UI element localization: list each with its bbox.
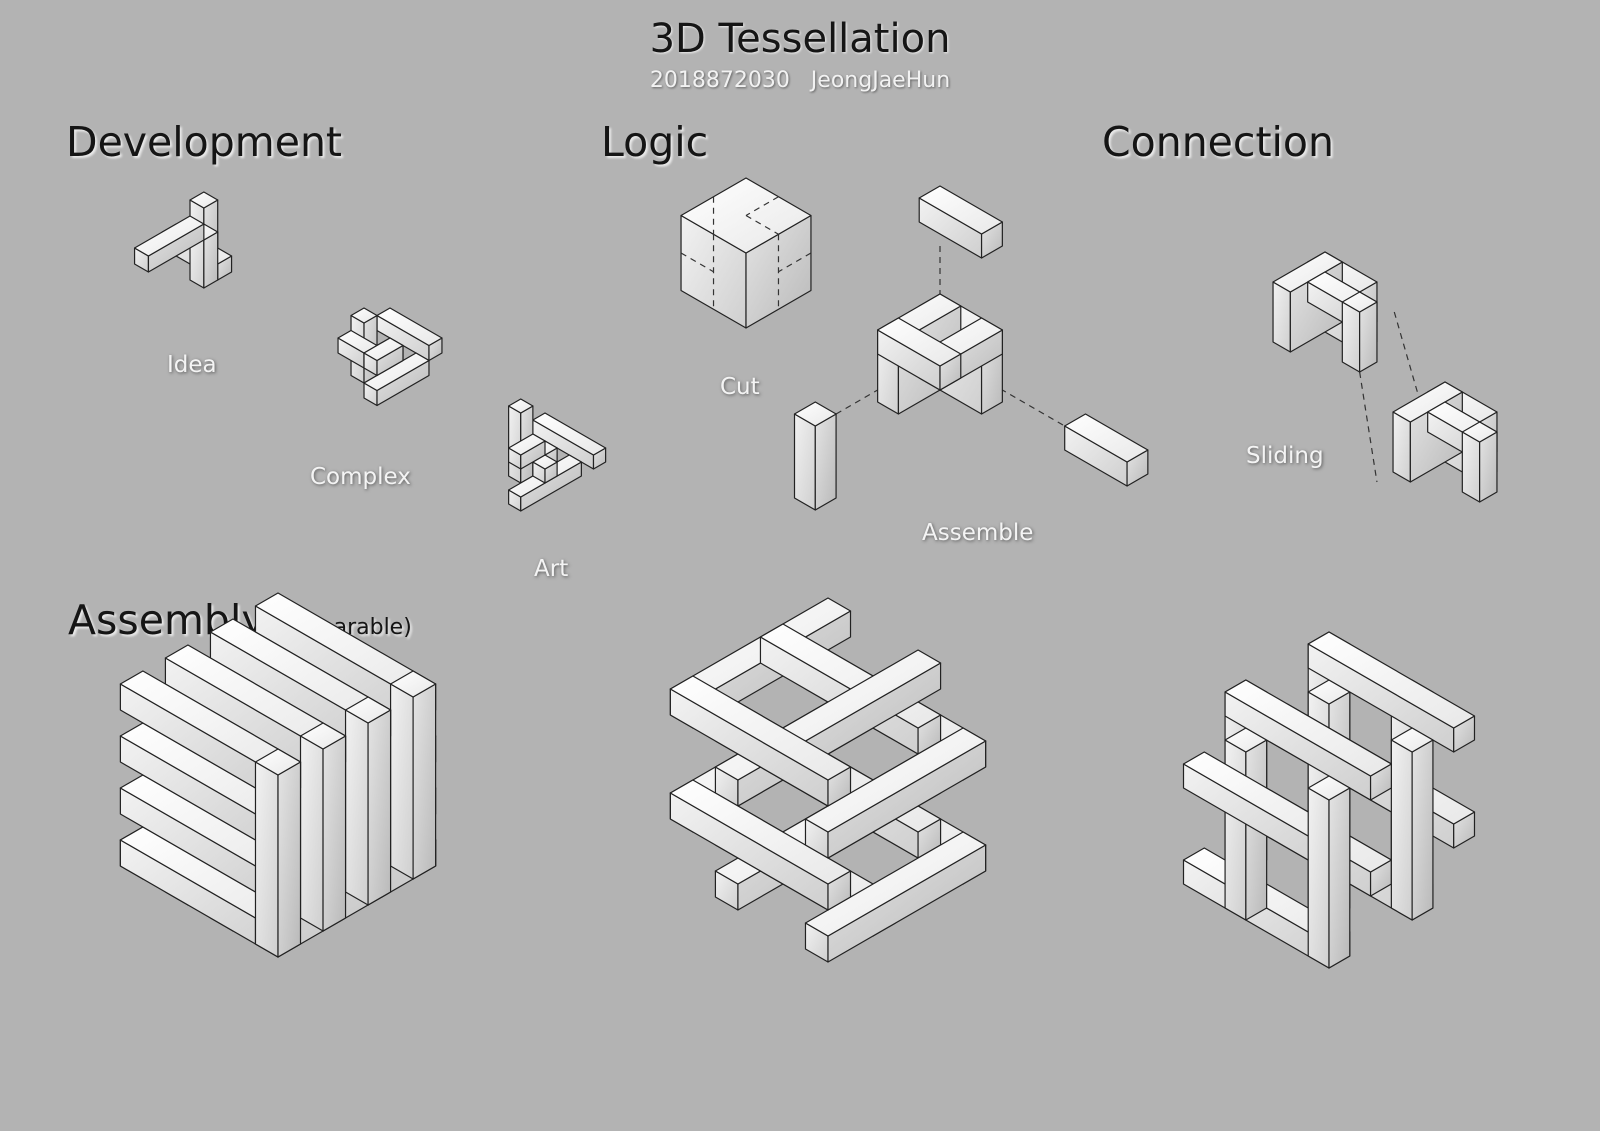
block-face-top [350, 307, 378, 324]
section-logic: Logic [601, 118, 709, 166]
block-face-top [344, 696, 392, 724]
block-face-left [344, 709, 369, 906]
block-face-top [669, 675, 852, 781]
cut-cube-illustration [680, 177, 812, 329]
block-face-top [1224, 679, 1392, 777]
block-face-right [367, 709, 392, 906]
block-face-top [189, 191, 219, 209]
block-face-left [1307, 787, 1330, 969]
block-face-top [508, 433, 546, 456]
block-face-top [804, 831, 987, 937]
block-face-top [389, 670, 437, 698]
block-face-top [363, 337, 404, 362]
assembly-cube-2 [669, 597, 987, 963]
block-face-top [804, 727, 987, 833]
label-complex: Complex [310, 464, 411, 490]
block-face-top [532, 412, 607, 456]
assembly-cube-3 [1182, 631, 1476, 969]
block-face-top [133, 215, 205, 257]
block-face-right [322, 735, 347, 932]
block-face-top [918, 185, 1003, 235]
label-sliding: Sliding [1246, 443, 1324, 469]
block-face-top [669, 779, 852, 885]
block-face-top [1307, 775, 1351, 801]
block-face-left [1272, 281, 1291, 353]
block-face-right [1328, 787, 1351, 969]
block-face-top [508, 398, 534, 414]
label-assemble: Assemble [922, 520, 1034, 546]
block-face-top [1390, 727, 1434, 753]
block-face-top [1064, 413, 1149, 463]
block-face-top [299, 722, 347, 750]
student-id-and-name: 2018872030 JeongJaeHun [649, 68, 951, 93]
block-face-right [814, 413, 837, 511]
block-face-left [793, 413, 816, 511]
block-face-top [1341, 291, 1378, 313]
block-face-left [389, 683, 414, 880]
art-block-illustration [508, 398, 607, 512]
idea-block-illustration [133, 191, 233, 289]
block-face-top [1461, 421, 1498, 443]
section-development: Development [66, 118, 343, 166]
block-face-left [254, 761, 279, 958]
page-title: 3D Tessellation [649, 16, 951, 62]
block-face-top [1392, 381, 1463, 423]
section-connection: Connection [1102, 118, 1334, 166]
block-face-top [1272, 251, 1343, 293]
block-face-top [1307, 631, 1476, 729]
label-art: Art [534, 556, 569, 582]
assembly-cube-1 [119, 592, 437, 958]
assemble-exploded-illustration [793, 185, 1149, 511]
block-face-top [877, 317, 962, 367]
block-face-top [254, 748, 302, 776]
block-face-right [277, 761, 302, 958]
block-face-right [412, 683, 437, 880]
block-face-left [1392, 411, 1411, 483]
block-face-top [376, 307, 443, 347]
block-face-left [299, 735, 324, 932]
sliding-connection-illustration [1272, 251, 1498, 503]
block-face-right [1411, 739, 1434, 921]
block-face-left [1390, 739, 1413, 921]
block-face-top [793, 401, 837, 427]
block-face-left [1461, 431, 1481, 503]
label-idea: Idea [167, 352, 217, 378]
block-face-left [1341, 301, 1361, 373]
block-face-right [1479, 431, 1498, 503]
sliding-guide-line [1359, 371, 1378, 483]
block-face-right [203, 231, 219, 289]
complex-block-illustration [337, 307, 443, 407]
block-face-right [1359, 301, 1378, 373]
label-cut: Cut [720, 374, 760, 400]
